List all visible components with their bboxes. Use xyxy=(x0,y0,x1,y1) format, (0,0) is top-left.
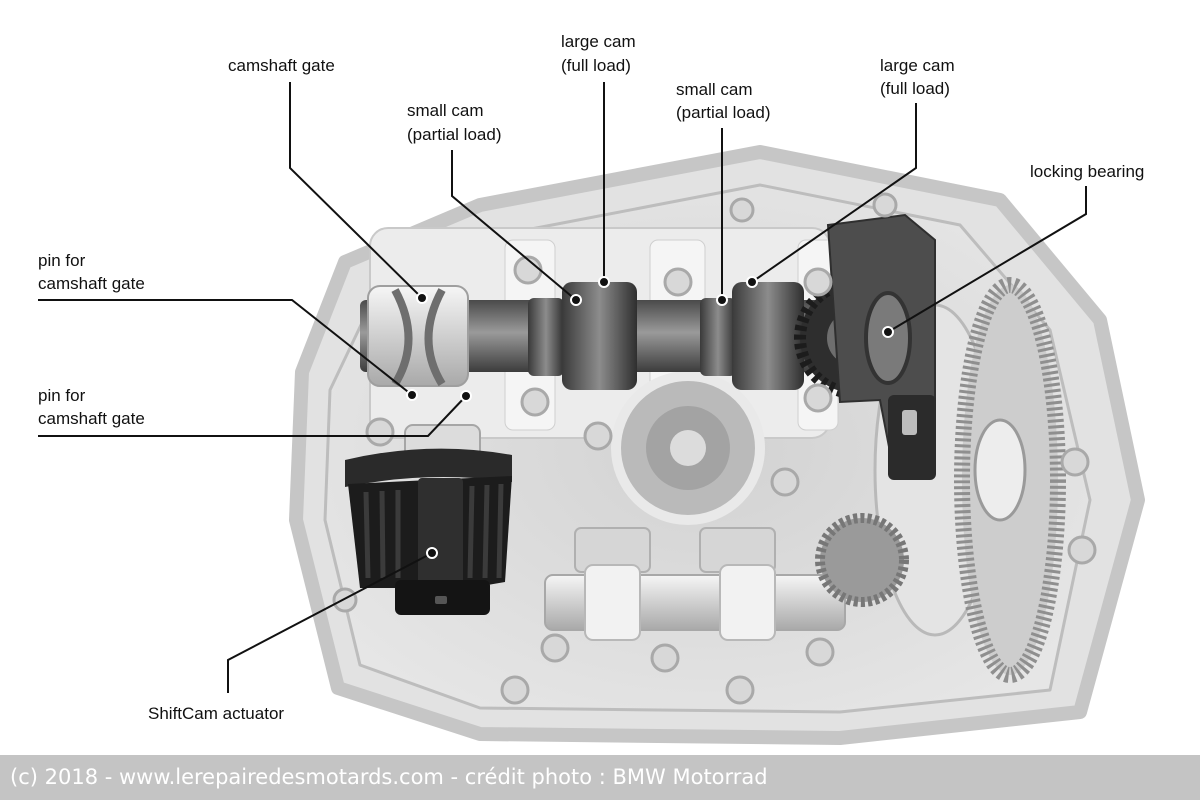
bolt xyxy=(500,675,530,705)
camshaft-gate-groove-right xyxy=(424,288,446,387)
actuator-ribs xyxy=(363,483,504,579)
label-pin-upper-line2: camshaft gate xyxy=(38,274,145,293)
label-pin-lower-line1: pin for xyxy=(38,386,86,405)
bolts xyxy=(332,192,1097,705)
bolt xyxy=(803,383,833,413)
actuator-rib xyxy=(467,485,475,579)
label-large-cam-right-line2: (full load) xyxy=(880,79,950,98)
large-cam-left xyxy=(562,282,637,390)
dot-camshaft-gate xyxy=(416,292,428,304)
leader-large-cam-right xyxy=(751,103,917,283)
lower-camshaft-gear xyxy=(815,513,909,607)
leader-lines xyxy=(38,82,1087,693)
label-large-cam-left-line1: large cam xyxy=(561,32,636,51)
label-pin-lower-line2: camshaft gate xyxy=(38,409,145,428)
leader-pin-upper xyxy=(38,299,413,396)
actuator-rib xyxy=(496,483,504,579)
dot-pin-lower xyxy=(460,390,472,402)
actuator-connector-latch xyxy=(435,596,447,604)
locking-lever-insert xyxy=(902,410,917,435)
large-cam-right xyxy=(732,282,804,390)
actuator-top-cap xyxy=(345,448,512,487)
bolt xyxy=(803,267,833,297)
bolt xyxy=(770,467,800,497)
bolt xyxy=(540,633,570,663)
sprocket-hub xyxy=(973,418,1027,522)
label-pin-upper-line1: pin for xyxy=(38,251,86,270)
dot-small-cam-left xyxy=(570,294,582,306)
leader-small-cam-left xyxy=(451,150,577,301)
label-locking-bearing: locking bearing xyxy=(1030,162,1144,181)
leader-camshaft-gate xyxy=(289,82,423,299)
actuator-rib xyxy=(379,490,386,579)
label-small-cam-right-line2: (partial load) xyxy=(676,103,771,122)
dot-large-cam-left xyxy=(598,276,610,288)
lower-cam-left xyxy=(584,564,641,641)
bolt xyxy=(1060,447,1090,477)
shiftcam-cylinder-head-diagram: camshaft gate small cam (partial load) l… xyxy=(38,32,1145,745)
bolt xyxy=(805,637,835,667)
label-small-cam-left-line1: small cam xyxy=(407,101,484,120)
dot-locking-bearing xyxy=(882,326,894,338)
dot-small-cam-right xyxy=(716,294,728,306)
label-small-cam-right-line1: small cam xyxy=(676,80,753,99)
label-large-cam-right-line1: large cam xyxy=(880,56,955,75)
bolt xyxy=(663,267,693,297)
label-large-cam-left-line2: (full load) xyxy=(561,56,631,75)
bolt xyxy=(520,387,550,417)
actuator-rib xyxy=(363,491,371,579)
actuator-center-column xyxy=(418,478,463,586)
photo-credit: (c) 2018 - www.lerepairedesmotards.com -… xyxy=(10,765,768,789)
bolt xyxy=(365,417,395,447)
dot-pin-upper xyxy=(406,389,418,401)
actuator-rib xyxy=(482,484,490,579)
bolt xyxy=(725,675,755,705)
dot-shiftcam-actuator xyxy=(426,547,438,559)
credit-bar: (c) 2018 - www.lerepairedesmotards.com -… xyxy=(0,755,1200,800)
bolt xyxy=(583,421,613,451)
leader-locking-bearing xyxy=(887,186,1087,333)
leader-shiftcam-actuator xyxy=(227,552,433,693)
callout-dots xyxy=(406,276,894,559)
label-small-cam-left-line2: (partial load) xyxy=(407,125,502,144)
camshaft-gate-groove-left xyxy=(391,288,413,387)
dot-large-cam-right xyxy=(746,276,758,288)
small-cam-left xyxy=(528,298,564,376)
bolt xyxy=(872,192,898,218)
leader-pin-lower xyxy=(38,395,467,437)
small-cam-right xyxy=(700,298,736,376)
locking-lever xyxy=(888,395,936,480)
label-camshaft-gate: camshaft gate xyxy=(228,56,335,75)
spark-plug-well-center xyxy=(670,430,706,466)
bolt xyxy=(332,587,358,613)
lower-cam-right xyxy=(719,564,776,641)
bolt xyxy=(1067,535,1097,565)
camshaft-gate-sleeve xyxy=(367,285,469,387)
bolt xyxy=(650,643,680,673)
bolt xyxy=(729,197,755,223)
label-shiftcam-actuator: ShiftCam actuator xyxy=(148,704,284,723)
